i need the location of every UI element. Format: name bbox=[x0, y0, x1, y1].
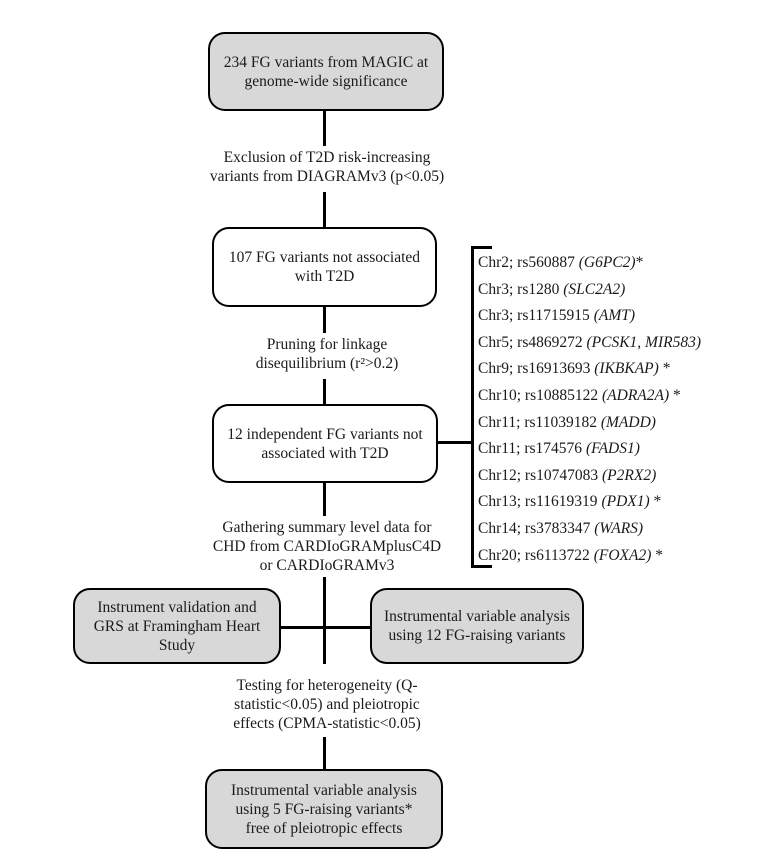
variant-item: Chr11; rs11039182 (MADD) bbox=[478, 410, 766, 437]
variant-label: Chr2; rs560887 bbox=[478, 254, 579, 271]
box-12-line-2: associated with T2D bbox=[261, 444, 389, 462]
box-framingham-line-3: Study bbox=[158, 636, 196, 654]
step-exclusion-line-2: variants from DIAGRAMv3 (p<0.05) bbox=[209, 168, 445, 185]
variant-asterisk: * bbox=[649, 493, 662, 511]
variant-gene: (AMT) bbox=[593, 307, 636, 325]
variant-label: Chr10; rs10885122 bbox=[478, 386, 602, 404]
variant-item: Chr10; rs10885122 (ADRA2A) * bbox=[478, 383, 766, 410]
box-framingham-line-2: GRS at Framingham Heart bbox=[93, 617, 261, 635]
box-iv5-line-2: using 5 FG-raising variants* bbox=[235, 800, 413, 818]
step-exclusion: Exclusion of T2D risk-increasing variant… bbox=[147, 148, 507, 186]
variant-label: Chr3; rs1280 bbox=[478, 280, 564, 298]
variant-item: Chr12; rs10747083 (P2RX2) bbox=[478, 463, 766, 490]
variant-item: Chr5; rs4869272 (PCSK1, MIR583) bbox=[478, 330, 766, 357]
box-framingham: Instrument validation and GRS at Framing… bbox=[73, 588, 281, 664]
step-testing-line-2: statistic<0.05) and pleiotropic bbox=[234, 696, 420, 713]
variant-bracket-tick-bottom bbox=[471, 565, 492, 568]
variant-gene: (SLC2A2) bbox=[563, 280, 626, 298]
variant-item: Chr11; rs174576 (FADS1) bbox=[478, 436, 766, 463]
box-107-line-2: with T2D bbox=[294, 268, 355, 285]
variant-item: Chr9; rs16913693 (IKBKAP) * bbox=[478, 356, 766, 383]
variant-gene: (ADRA2A) bbox=[602, 386, 670, 404]
variant-gene: (WARS) bbox=[594, 519, 644, 537]
variant-label: Chr9; rs16913693 bbox=[478, 360, 595, 378]
box-107-variants: 107 FG variants not associated with T2D bbox=[212, 227, 437, 307]
step-exclusion-line-1: Exclusion of T2D risk-increasing bbox=[223, 149, 431, 166]
variant-item: Chr20; rs6113722 (FOXA2) * bbox=[478, 543, 766, 570]
variant-bracket-tick-top bbox=[471, 246, 492, 249]
box-iv5-line-1: Instrumental variable analysis bbox=[231, 781, 417, 799]
box-magic-line-1: 234 FG variants from MAGIC at bbox=[223, 53, 429, 71]
variant-asterisk: * bbox=[651, 546, 663, 564]
step-testing: Testing for heterogeneity (Q- statistic<… bbox=[147, 676, 507, 733]
box-iv12-line-2: using 12 FG-raising variants bbox=[388, 627, 566, 644]
box-magic-line-2: genome-wide significance bbox=[244, 72, 408, 90]
box-magic-variants: 234 FG variants from MAGIC at genome-wid… bbox=[208, 32, 444, 111]
variant-gene: (P2RX2) bbox=[602, 466, 657, 484]
connector-12-to-bracket bbox=[437, 441, 473, 444]
box-framingham-line-1: Instrument validation and bbox=[97, 598, 257, 616]
variant-gene: (G6PC2) bbox=[578, 254, 636, 271]
variant-label: Chr11; rs11039182 bbox=[478, 413, 601, 431]
step-gathering: Gathering summary level data for CHD fro… bbox=[147, 518, 507, 575]
variant-gene: (FADS1) bbox=[585, 440, 640, 458]
connector-107-to-pruning bbox=[323, 307, 326, 333]
connector-framingham-to-iv12 bbox=[279, 626, 371, 629]
step-pruning: Pruning for linkage disequilibrium (r²>0… bbox=[147, 335, 507, 373]
variant-label: Chr11; rs174576 bbox=[478, 440, 586, 458]
connector-12-to-gathering bbox=[323, 483, 326, 516]
box-12-line-1: 12 independent FG variants not bbox=[227, 425, 423, 443]
variant-list: Chr2; rs560887 (G6PC2)* Chr3; rs1280 (SL… bbox=[478, 250, 766, 569]
variant-gene: (IKBKAP) bbox=[594, 360, 659, 378]
step-gathering-line-1: Gathering summary level data for bbox=[222, 519, 432, 536]
box-107-line-1: 107 FG variants not associated bbox=[228, 249, 421, 266]
variant-item: Chr3; rs1280 (SLC2A2) bbox=[478, 277, 766, 304]
variant-label: Chr20; rs6113722 bbox=[478, 546, 594, 564]
step-testing-line-1: Testing for heterogeneity (Q- bbox=[236, 677, 418, 694]
variant-label: Chr14; rs3783347 bbox=[478, 519, 595, 537]
variant-gene: (MADD) bbox=[600, 413, 656, 431]
variant-label: Chr5; rs4869272 bbox=[478, 333, 587, 351]
step-pruning-line-1: Pruning for linkage bbox=[266, 336, 388, 353]
connector-testing-to-iv5 bbox=[323, 737, 326, 769]
variant-item: Chr14; rs3783347 (WARS) bbox=[478, 516, 766, 543]
connector-exclusion-to-107 bbox=[323, 192, 326, 227]
variant-asterisk: * bbox=[635, 254, 644, 271]
variant-label: Chr13; rs11619319 bbox=[478, 493, 602, 511]
variant-gene: (PCSK1, MIR583) bbox=[586, 333, 702, 351]
variant-item: Chr2; rs560887 (G6PC2)* bbox=[478, 250, 766, 277]
variant-bracket-vertical bbox=[471, 246, 474, 568]
step-gathering-line-3: or CARDIoGRAMv3 bbox=[259, 557, 395, 574]
box-iv-12-variants: Instrumental variable analysis using 12 … bbox=[370, 588, 584, 664]
variant-item: Chr13; rs11619319 (PDX1) * bbox=[478, 489, 766, 516]
step-gathering-line-2: CHD from CARDIoGRAMplusC4D bbox=[212, 538, 442, 555]
step-pruning-line-2: disequilibrium (r²>0.2) bbox=[255, 355, 399, 372]
connector-gathering-to-testing bbox=[323, 577, 326, 664]
variant-asterisk: * bbox=[669, 386, 681, 404]
box-iv12-line-1: Instrumental variable analysis bbox=[384, 608, 570, 625]
variant-gene: (FOXA2) bbox=[593, 546, 652, 564]
variant-gene: (PDX1) bbox=[601, 493, 650, 511]
box-iv5-line-3: free of pleiotropic effects bbox=[245, 819, 403, 837]
variant-asterisk: * bbox=[658, 360, 671, 378]
variant-label: Chr3; rs11715915 bbox=[478, 307, 594, 325]
step-testing-line-3: effects (CPMA-statistic<0.05) bbox=[233, 715, 421, 732]
box-12-variants: 12 independent FG variants not associate… bbox=[212, 404, 438, 483]
box-iv-5-variants: Instrumental variable analysis using 5 F… bbox=[205, 769, 443, 849]
connector-pruning-to-12 bbox=[323, 379, 326, 404]
variant-item: Chr3; rs11715915 (AMT) bbox=[478, 303, 766, 330]
variant-label: Chr12; rs10747083 bbox=[478, 466, 602, 484]
connector-magic-to-exclusion bbox=[323, 111, 326, 146]
